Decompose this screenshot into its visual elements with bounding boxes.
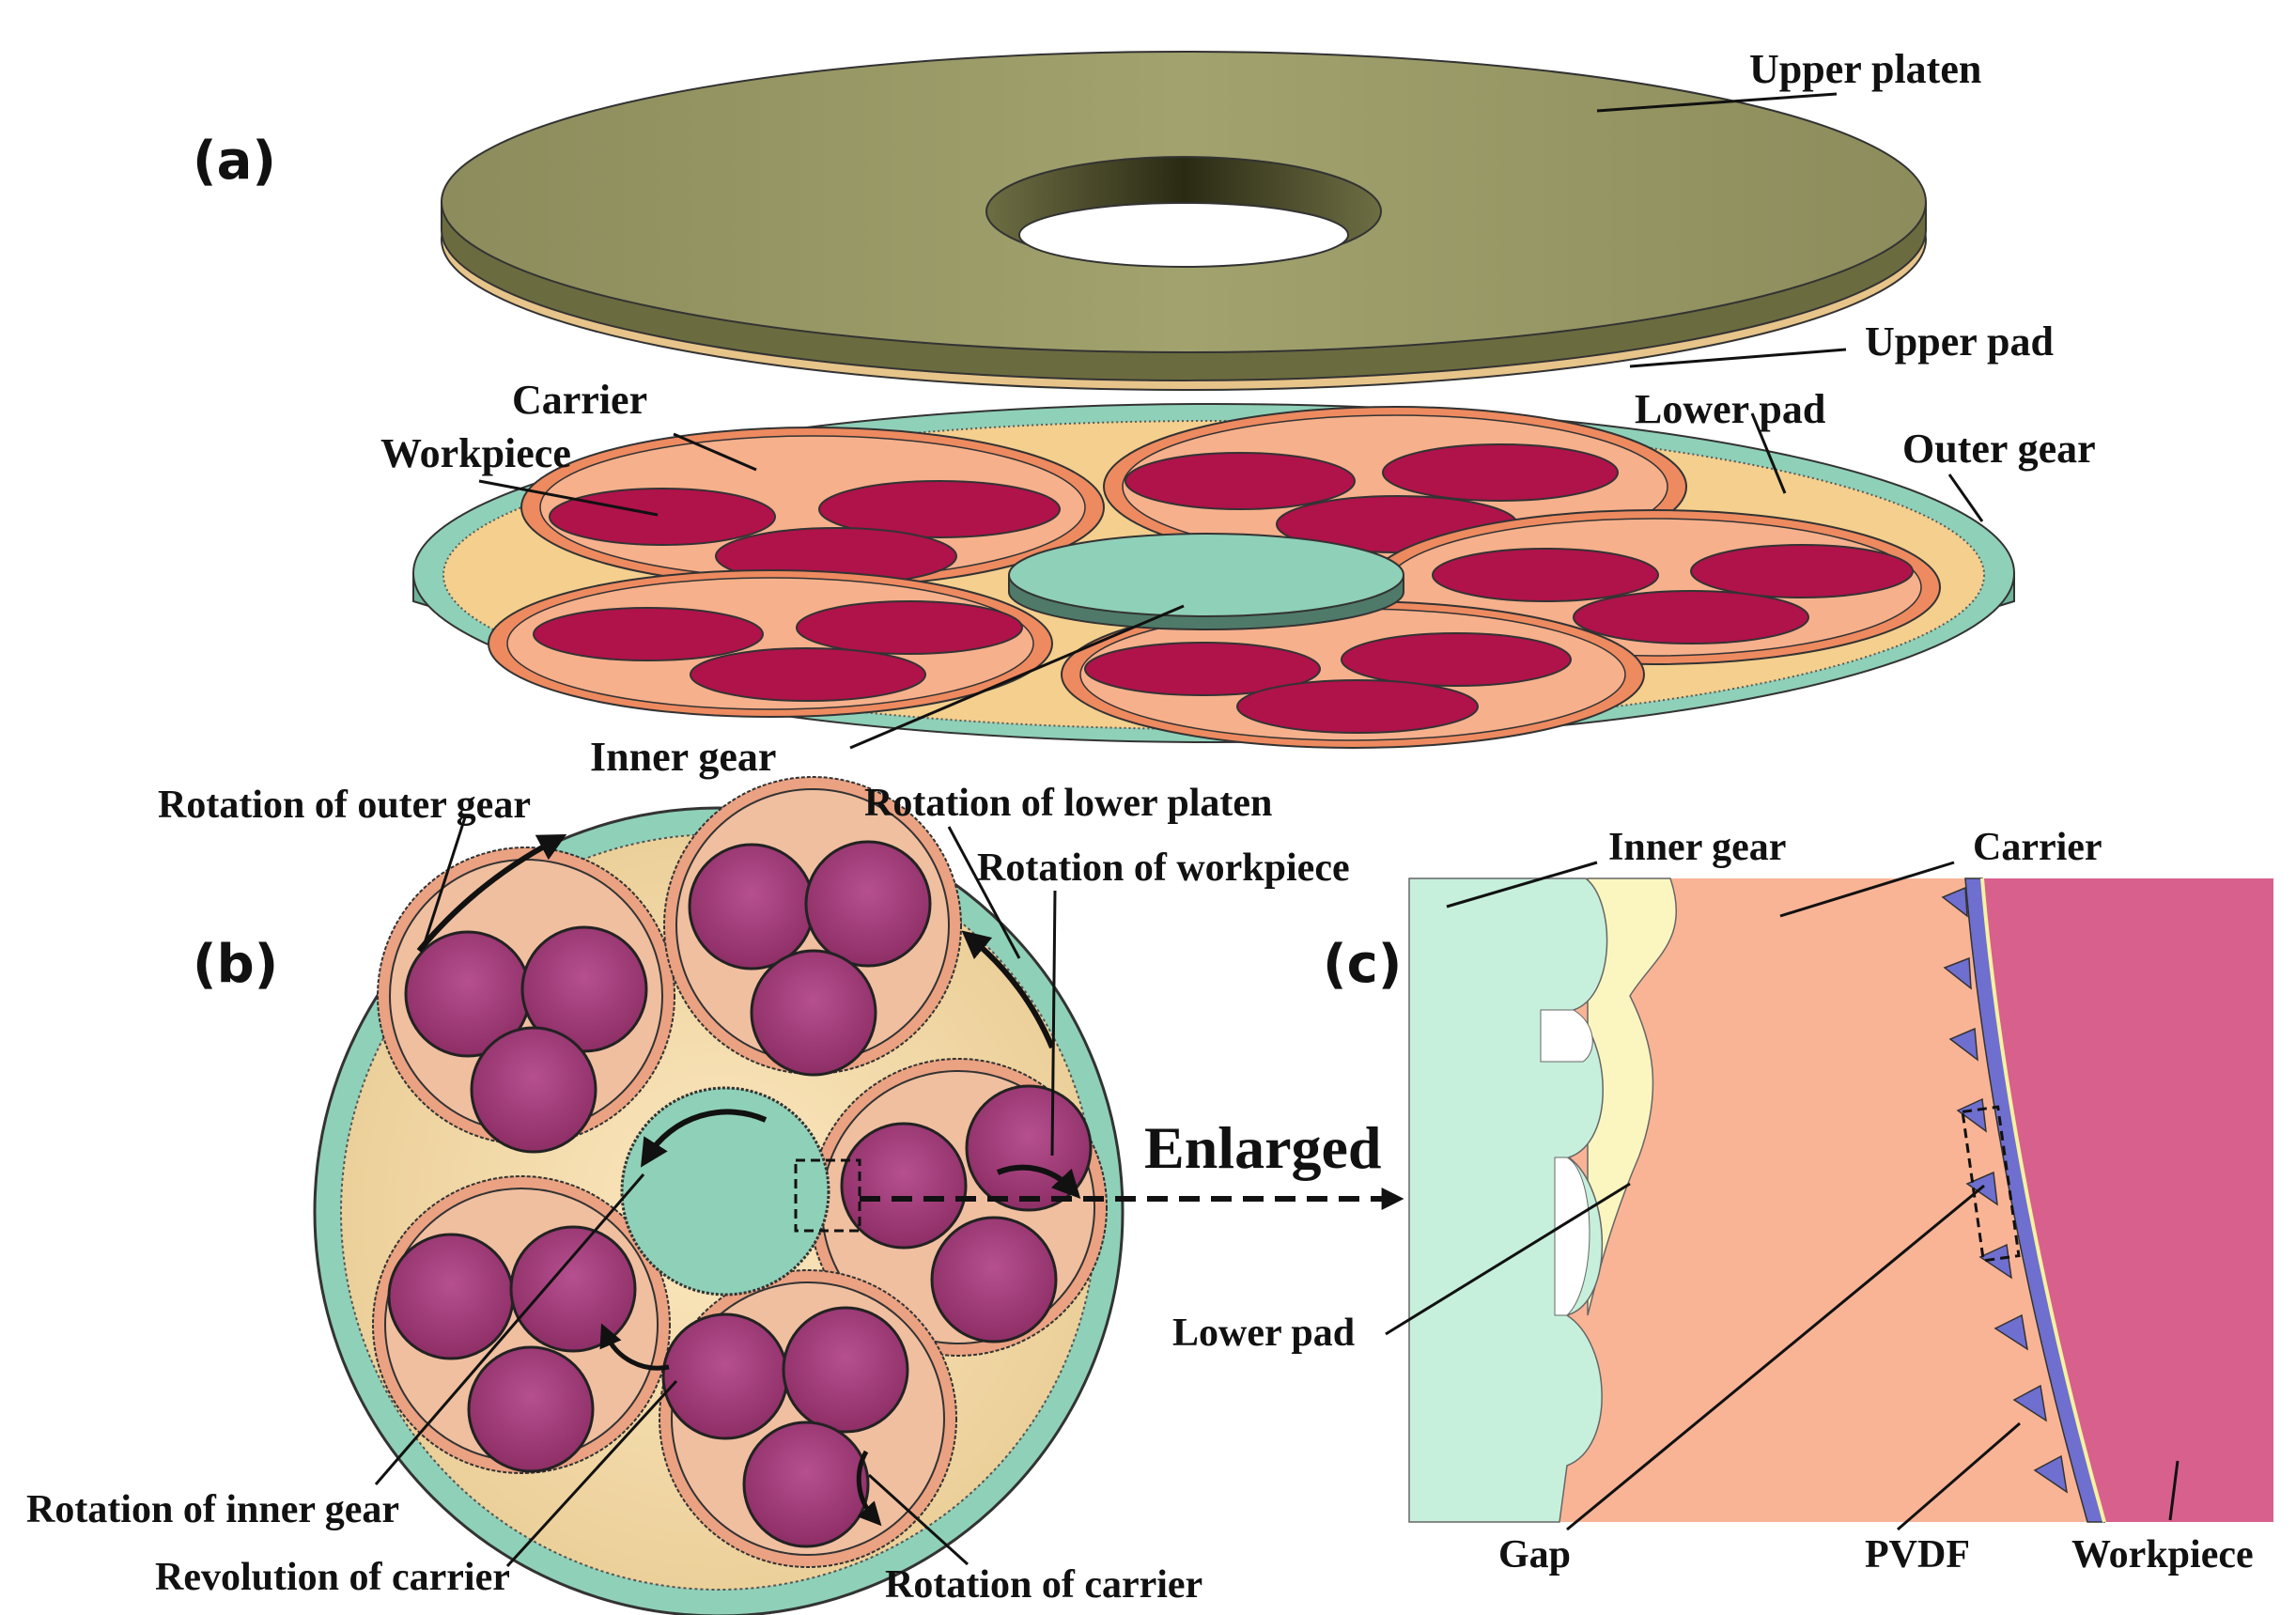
label-inner-gear-a: Inner gear <box>590 734 776 780</box>
panel-a: (a) <box>193 46 2096 780</box>
carrier-b4 <box>372 1175 671 1474</box>
label-upper-pad: Upper pad <box>1865 318 2054 365</box>
lower-pad-region-c <box>1587 877 1678 1316</box>
label-rotation-inner-gear: Rotation of inner gear <box>26 1488 399 1531</box>
label-revolution-carrier: Revolution of carrier <box>155 1556 510 1599</box>
gap-region-c <box>1540 1009 1593 1063</box>
carrier-a4 <box>488 569 1053 718</box>
label-rotation-carrier: Rotation of carrier <box>885 1563 1202 1607</box>
carrier-a5 <box>1061 600 1645 749</box>
inner-gear-b <box>620 1086 830 1297</box>
label-workpiece-c: Workpiece <box>2071 1533 2254 1576</box>
label-outer-gear: Outer gear <box>1902 426 2096 472</box>
label-lower-pad-c: Lower pad <box>1172 1312 1355 1355</box>
carrier-b1 <box>377 846 675 1154</box>
panel-c-label: (c) <box>1323 934 1402 995</box>
label-gap-c: Gap <box>1498 1533 1571 1576</box>
carrier-b5 <box>659 1269 957 1568</box>
upper-platen <box>441 51 1927 391</box>
pvdf-teeth <box>1941 886 2069 1494</box>
label-workpiece-a: Workpiece <box>380 430 571 476</box>
label-rotation-workpiece: Rotation of workpiece <box>977 846 1350 890</box>
label-rotation-lower-platen: Rotation of lower platen <box>864 782 1272 825</box>
panel-c: (c) <box>1172 826 2273 1576</box>
panel-b: (b) <box>26 776 1404 1615</box>
carrier-b2 <box>663 776 962 1077</box>
label-carrier-a: Carrier <box>512 377 647 423</box>
label-carrier-c: Carrier <box>1973 826 2102 869</box>
panel-b-label: (b) <box>193 934 278 995</box>
label-lower-pad-a: Lower pad <box>1635 386 1825 432</box>
label-rotation-outer-gear: Rotation of outer gear <box>158 784 531 827</box>
label-pvdf-c: PVDF <box>1865 1533 1970 1576</box>
label-upper-platen: Upper platen <box>1749 46 1981 92</box>
lower-assembly <box>412 403 2015 749</box>
panel-a-label: (a) <box>193 131 276 192</box>
label-enlarged: Enlarged <box>1144 1114 1381 1181</box>
label-inner-gear-c: Inner gear <box>1608 826 1786 869</box>
